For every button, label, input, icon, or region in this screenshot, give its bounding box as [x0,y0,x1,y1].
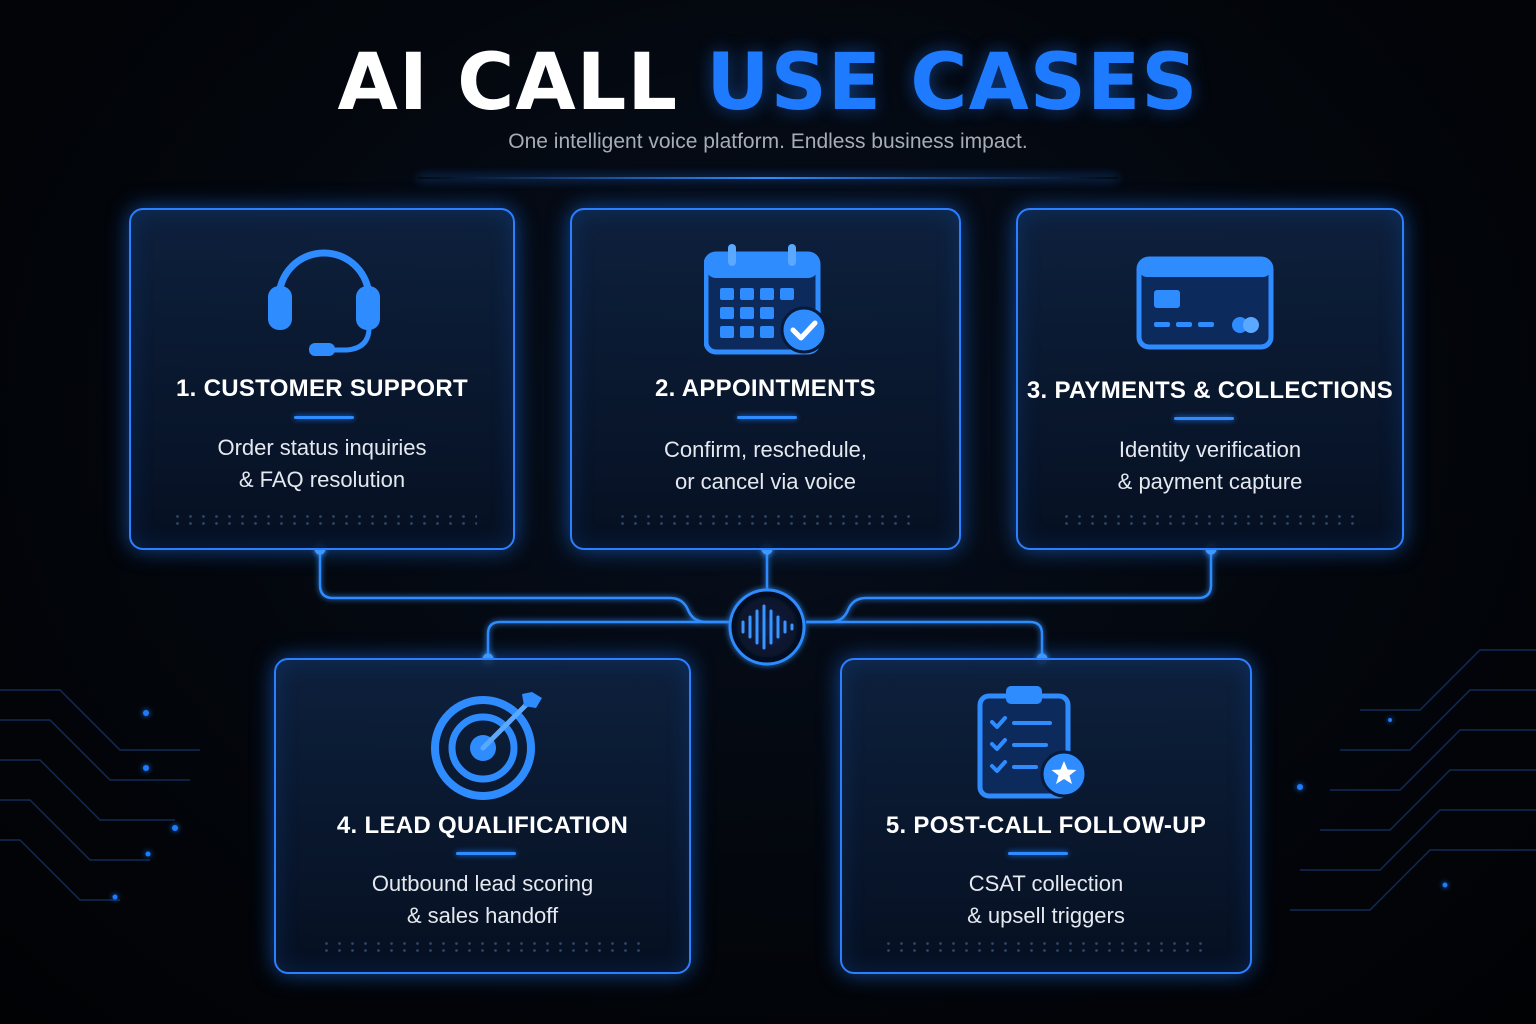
circuit-traces-left [0,689,200,901]
header-divider [418,177,1118,179]
card-title: 4. LEAD QUALIFICATION [336,812,629,839]
card-description-line1: Outbound lead scoring [371,871,594,896]
sound-wave-icon [741,604,794,650]
card-description: Order status inquiries & FAQ resolution [131,432,513,496]
card-description: Confirm, reschedule, or cancel via voice [572,434,959,498]
decorative-dots [882,940,1212,954]
page-title: AI CALL USE CASES [0,38,1536,128]
credit-card-icon [1136,256,1274,350]
card-description-line1: CSAT collection [968,871,1124,896]
title-underline [737,416,797,419]
card-description-line1: Order status inquiries [217,435,427,460]
title-underline [1174,417,1234,420]
card-description-line2: or cancel via voice [675,469,856,494]
target-arrow-icon [431,692,542,800]
decorative-dots [320,940,645,954]
circuit-dots-left [112,710,178,900]
title-underline [456,852,516,855]
clipboard-checklist-star-icon [977,686,1088,799]
decorative-dots [1060,513,1364,527]
title-underline [294,416,354,419]
headset-icon [268,249,380,356]
connector-lines [318,549,1213,658]
card-description-line2: & FAQ resolution [238,467,406,492]
card-description-line2: & sales handoff [406,903,559,928]
title-part-blue: USE CASES [706,38,1199,128]
use-case-card-payments: 3. PAYMENTS & COLLECTIONS Identity verif… [1016,208,1404,550]
card-title: 5. POST-CALL FOLLOW-UP [885,812,1207,839]
card-description-line1: Identity verification [1118,437,1302,462]
page-subtitle: One intelligent voice platform. Endless … [508,130,1028,153]
card-title: 1. CUSTOMER SUPPORT [176,375,468,402]
card-description: Identity verification & payment capture [1018,434,1402,498]
circuit-traces-right [1290,649,1536,911]
card-description: Outbound lead scoring & sales handoff [276,868,689,932]
card-description-line2: & payment capture [1117,469,1303,494]
voice-hub [728,588,806,666]
calendar-check-icon [704,244,828,355]
use-case-card-customer-support: 1. CUSTOMER SUPPORT Order status inquiri… [129,208,515,550]
title-part-white: AI CALL [337,38,679,128]
card-title: 2. APPOINTMENTS [655,375,876,402]
decorative-dots [616,513,919,527]
decorative-dots [171,513,477,527]
use-case-card-appointments: 2. APPOINTMENTS Confirm, reschedule, or … [570,208,961,550]
circuit-dots-right [1297,718,1448,888]
use-case-card-post-call-follow-up: 5. POST-CALL FOLLOW-UP CSAT collection &… [840,658,1252,974]
use-case-card-lead-qualification: 4. LEAD QUALIFICATION Outbound lead scor… [274,658,691,974]
title-underline [1008,852,1068,855]
card-description-line1: Confirm, reschedule, [664,437,867,462]
card-description-line2: & upsell triggers [967,903,1125,928]
card-description: CSAT collection & upsell triggers [842,868,1250,932]
card-title: 3. PAYMENTS & COLLECTIONS [1026,377,1394,404]
